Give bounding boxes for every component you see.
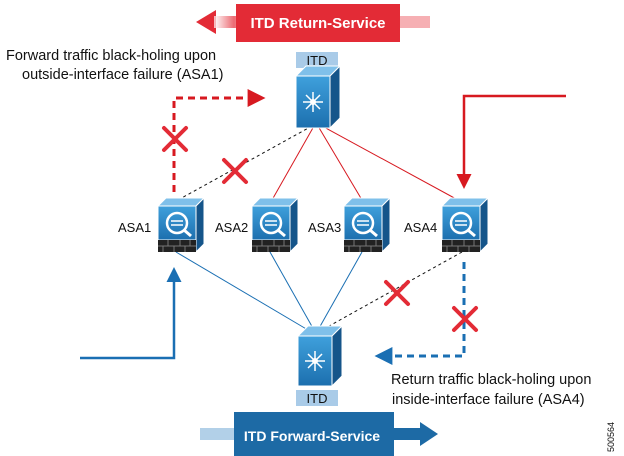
asa1-label: ASA1 — [118, 220, 151, 235]
failure-x-return-path — [452, 306, 478, 332]
bottom-itd-label-box — [296, 390, 338, 406]
link-top-asa2 — [271, 125, 315, 201]
forward-annotation-line2: outside-interface failure (ASA1) — [22, 67, 224, 83]
bottom-itd-switch: ITD — [296, 324, 344, 406]
link-top-asa3 — [317, 125, 363, 201]
firewall-asa4 — [440, 196, 490, 254]
firewall-asa3 — [342, 196, 392, 254]
forward-annotation-line1: Forward traffic black-holing upon — [6, 48, 216, 64]
failure-x-asa4-inside-link — [384, 280, 410, 306]
return-annotation-line1: Return traffic black-holing upon — [391, 372, 591, 388]
firewall-asa2 — [250, 196, 300, 254]
link-top-asa1 — [177, 125, 313, 201]
failure-x-forward-path — [162, 126, 188, 152]
forward-arrow-head — [420, 422, 438, 446]
return-traffic-path — [456, 94, 566, 189]
forward-blackhole-path — [172, 89, 266, 192]
link-top-asa4 — [321, 125, 459, 201]
asa1-lens-icon — [165, 211, 189, 235]
return-service-label: ITD Return-Service — [250, 15, 385, 32]
failure-x-asa1-outside-link — [222, 158, 248, 184]
asa2-label: ASA2 — [215, 220, 248, 235]
asa3-label: ASA3 — [308, 220, 341, 235]
forward-traffic-path — [80, 267, 182, 360]
forward-service-label: ITD Forward-Service — [244, 428, 380, 444]
asa3-lens-icon — [351, 211, 375, 235]
return-blackhole-path — [374, 262, 466, 365]
asa2-lens-icon — [259, 211, 283, 235]
link-asa4-bottom — [321, 251, 463, 331]
firewall-asa1 — [156, 196, 206, 254]
top-itd-switch: ITD — [294, 52, 342, 130]
asa4-label: ASA4 — [404, 220, 437, 235]
link-asa2-bottom — [269, 251, 315, 331]
asa4-lens-icon — [449, 211, 473, 235]
link-asa1-bottom — [175, 251, 309, 331]
bottom-itd-label: ITD — [307, 391, 328, 406]
return-annotation-line2: inside-interface failure (ASA4) — [392, 392, 585, 408]
forward-service-banner: ITD Forward-Service — [200, 412, 438, 456]
top-itd-label: ITD — [307, 53, 328, 68]
link-asa3-bottom — [317, 251, 363, 331]
figure-id: 500564 — [606, 422, 616, 452]
top-itd-label-box — [296, 52, 338, 68]
return-service-banner: ITD Return-Service — [196, 4, 430, 42]
return-arrow-head — [196, 10, 216, 34]
